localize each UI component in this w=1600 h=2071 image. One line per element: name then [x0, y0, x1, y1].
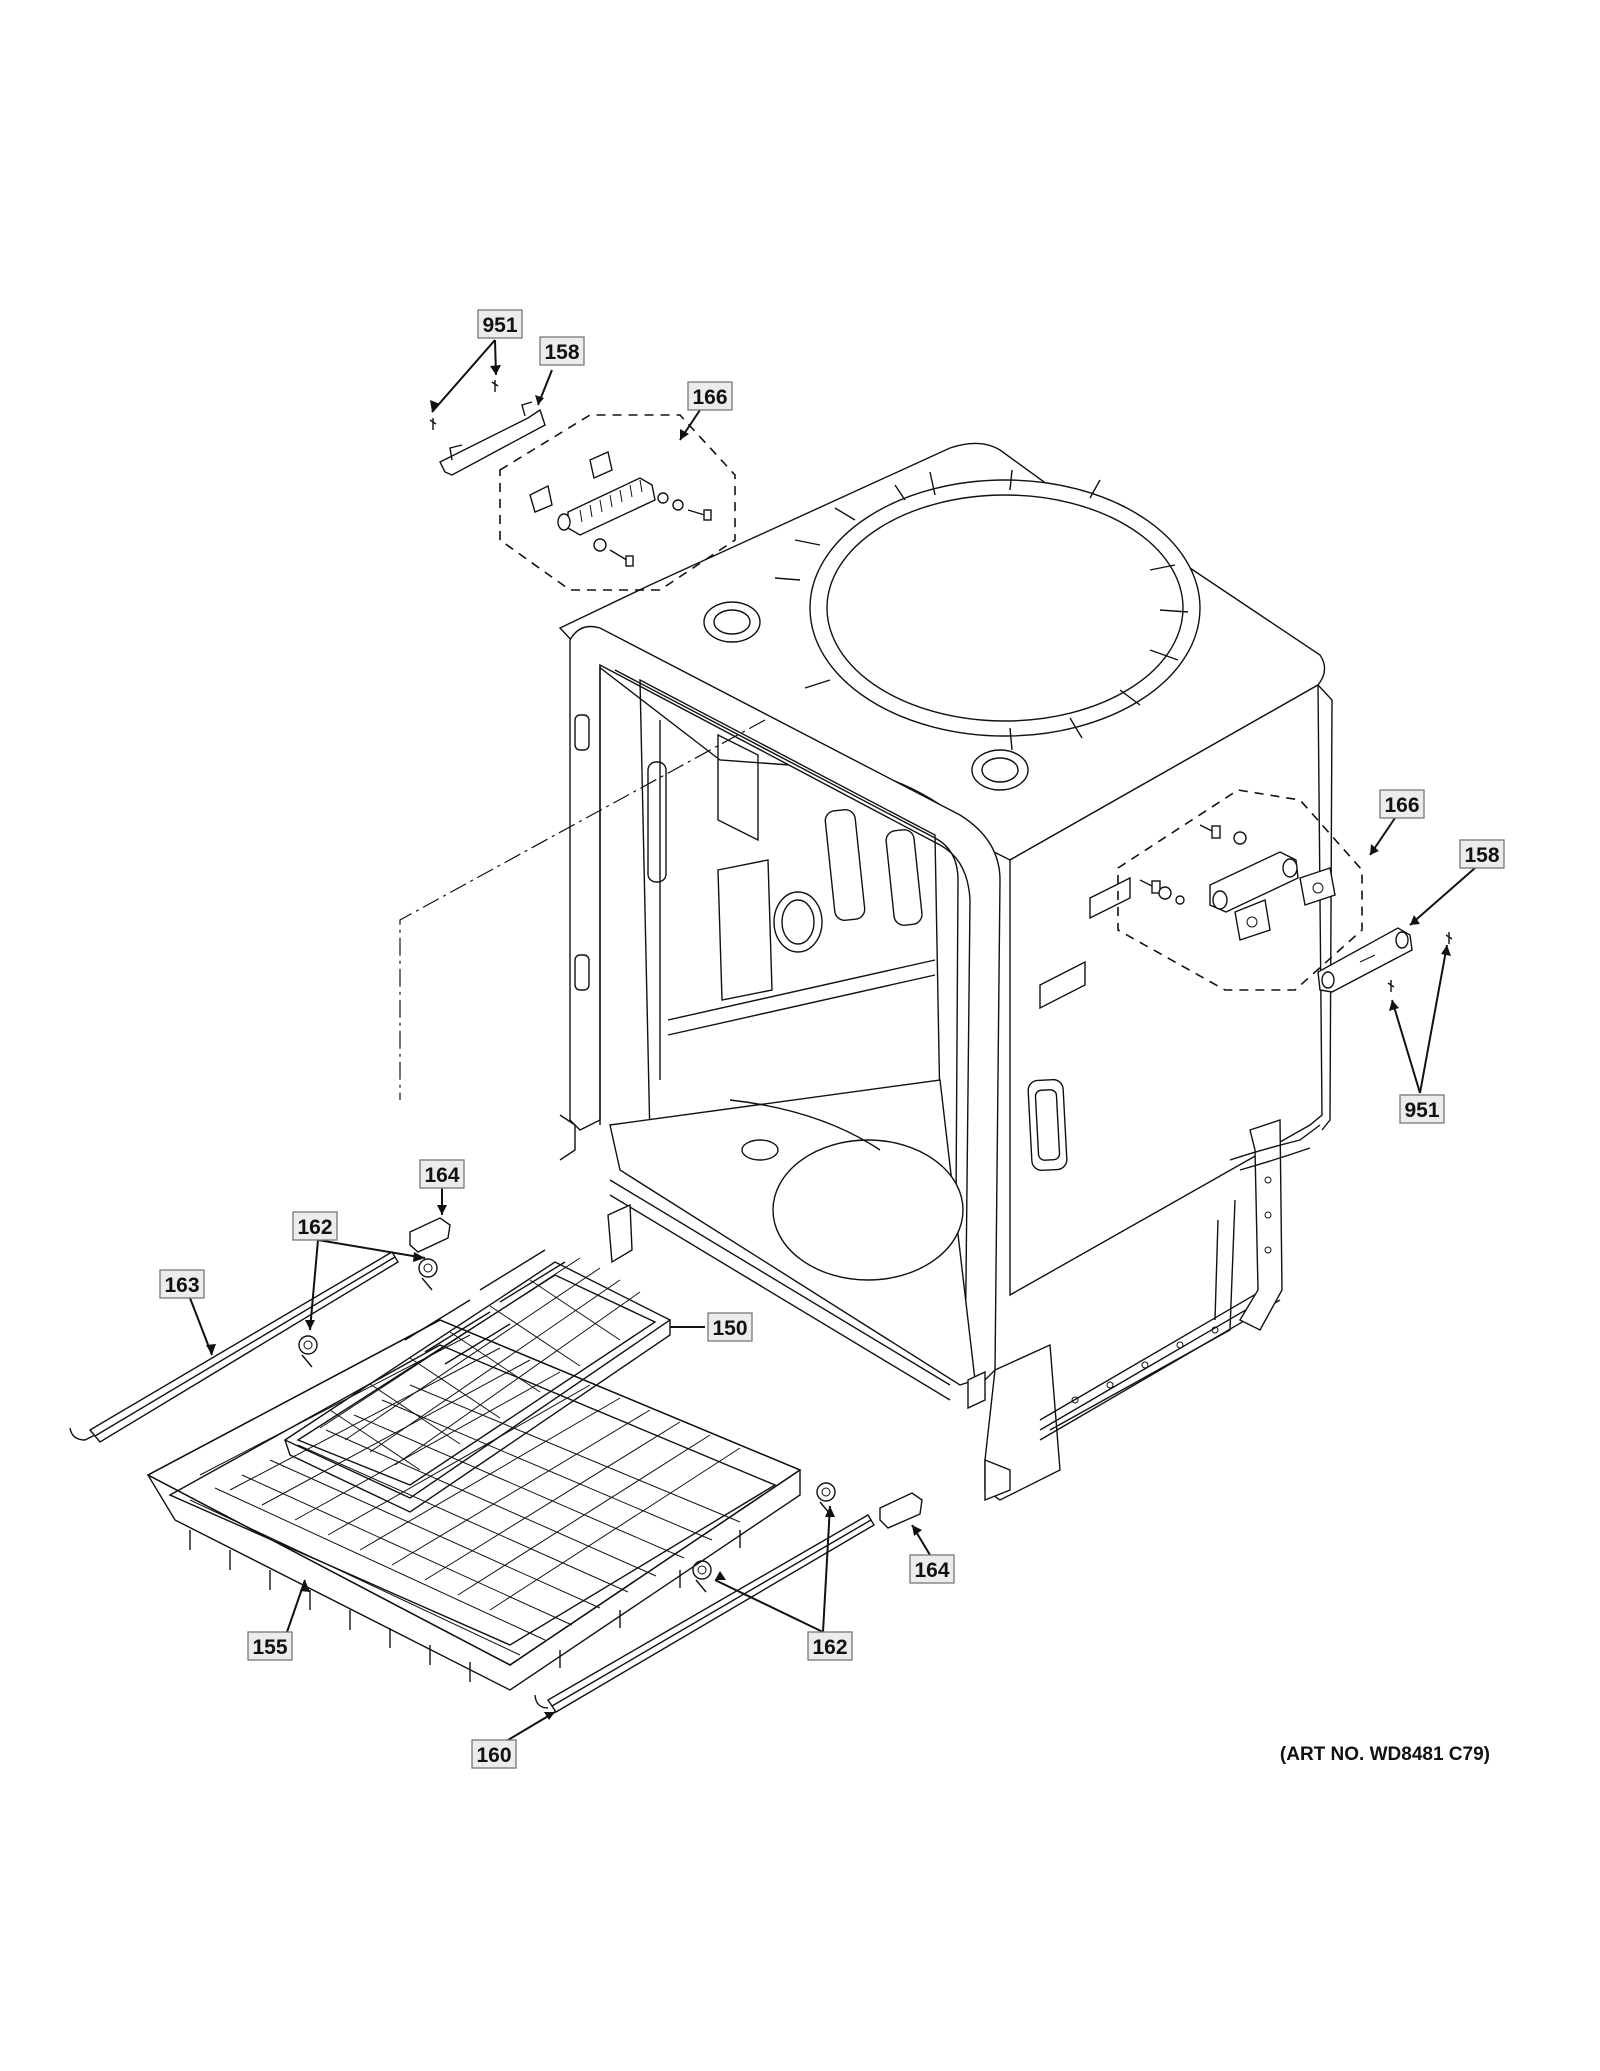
callout-951-right: 951: [1399, 1094, 1445, 1124]
callout-951-top: 951: [477, 309, 523, 339]
arrowheads: [206, 365, 1451, 1720]
right-mount-parts: [1117, 789, 1453, 993]
callout-text: 160: [476, 1744, 511, 1767]
callout-text: 164: [914, 1559, 949, 1582]
callout-text: 158: [544, 341, 579, 364]
callout-164-upper: 164: [419, 1159, 465, 1189]
callout-text: 155: [252, 1636, 287, 1659]
callout-164-lower: 164: [909, 1554, 955, 1584]
callout-text: 951: [482, 314, 517, 337]
callout-text: 150: [712, 1317, 747, 1340]
callout-text: 166: [692, 386, 727, 409]
upper-wire-rack: [146, 1319, 802, 1691]
callout-166-right: 166: [1379, 789, 1425, 819]
tub-assembly: [558, 442, 1333, 1502]
callout-162-lower: 162: [807, 1631, 853, 1661]
callout-text: 158: [1464, 844, 1499, 867]
callout-text: 164: [424, 1164, 459, 1187]
callout-160: 160: [471, 1739, 517, 1769]
callout-150: 150: [707, 1312, 753, 1342]
callout-text: 166: [1384, 794, 1419, 817]
callout-155: 155: [247, 1631, 293, 1661]
callout-text: 162: [812, 1636, 847, 1659]
callout-162-upper: 162: [292, 1211, 338, 1241]
callout-text: 162: [297, 1216, 332, 1239]
rack-rails-and-rollers: [69, 719, 923, 1713]
callout-158-top: 158: [539, 336, 585, 366]
callout-text: 951: [1404, 1099, 1439, 1122]
callout-158-right: 158: [1459, 839, 1505, 869]
upper-left-mount-parts: [429, 380, 736, 591]
callout-166-top: 166: [687, 381, 733, 411]
art-number: (ART NO. WD8481 C79): [1280, 1744, 1490, 1765]
callout-text: 163: [164, 1274, 199, 1297]
callout-163: 163: [159, 1269, 205, 1299]
